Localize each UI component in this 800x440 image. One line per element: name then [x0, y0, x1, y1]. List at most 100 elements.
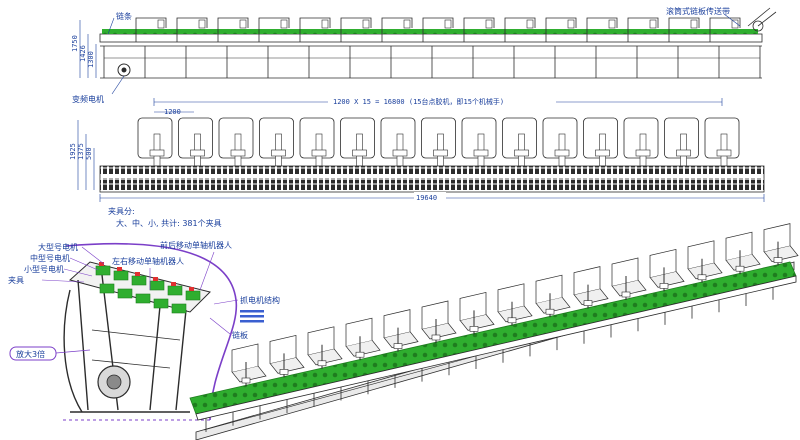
iso-arm-head: [545, 308, 555, 315]
detail-fixture: [113, 270, 129, 281]
label-chain-plate: 链板: [232, 330, 248, 340]
iso-cabinet-back: [345, 317, 373, 347]
detail-fixture: [131, 275, 147, 286]
plan-total-dim: 1200 X 15 = 16800 (15台点胶机，即15个机械手): [333, 97, 504, 106]
elev-gantry: [381, 17, 413, 42]
elev-gantry-head: [403, 19, 411, 29]
iso-arm-head: [735, 265, 745, 272]
elev-gantry: [668, 17, 700, 42]
detail-fixture-cap: [171, 282, 176, 286]
plan-view: 1200 X 15 = 16800 (15台点胶机，即15个机械手) 1200 …: [69, 95, 765, 228]
plan-arm-base: [676, 149, 691, 157]
iso-arm-head: [431, 334, 441, 341]
elev-gantry-head: [690, 19, 698, 29]
detail-fixture: [95, 265, 111, 276]
iso-arm-head: [697, 274, 707, 281]
iso-arm-head: [583, 300, 593, 306]
plan-arm-base: [271, 149, 286, 157]
detail-fixture: [171, 303, 187, 314]
elevation-view: 1750 1426 1300 链条 滚筒式链板传送带 变频电机: [71, 6, 777, 104]
elev-gantry-head: [731, 19, 739, 29]
iso-cabinet-back: [725, 231, 753, 261]
iso-cabinet-back: [269, 334, 297, 364]
elev-gantry: [422, 17, 454, 42]
detail-fixture: [149, 280, 165, 291]
label-large-motor: 大型号电机: [38, 242, 78, 252]
iso-cabinet-back: [421, 300, 449, 329]
plan-arm-base: [514, 149, 529, 157]
plan-arm-base: [473, 149, 489, 157]
elev-gantry: [463, 17, 495, 42]
plan-arm-base: [595, 149, 610, 157]
iso-arm-head: [393, 343, 403, 349]
iso-cabinet-back: [459, 291, 487, 321]
iso-cabinet-top: [307, 348, 343, 366]
iso-arm-head: [241, 377, 251, 384]
isometric-view: [189, 223, 799, 440]
iso-cabinet-back: [611, 257, 639, 286]
plan-dim-1375: 1375: [77, 143, 85, 160]
label-fixture: 夹具: [8, 275, 24, 285]
elev-gantry-head: [280, 19, 288, 29]
elev-gantry: [299, 17, 331, 42]
plan-arm-base: [149, 149, 165, 157]
iso-arm-head: [317, 360, 327, 367]
plan-dim-1925: 1925: [69, 143, 77, 160]
elev-gantry: [709, 17, 741, 42]
elev-gantry: [258, 17, 290, 42]
label-small-motor: 小型号电机: [24, 264, 64, 274]
elev-gantry-head: [239, 19, 247, 29]
iso-arm-head: [469, 326, 479, 332]
iso-cabinet-top: [269, 357, 305, 374]
iso-cabinet-back: [649, 248, 677, 278]
detail-fixture-cap: [117, 267, 122, 271]
magnify-badge: [9, 346, 57, 361]
elev-gantry-head: [198, 19, 206, 29]
elev-gantry-head: [157, 19, 165, 29]
detail-fixture: [135, 293, 151, 304]
plan-arm-base: [392, 149, 408, 157]
detail-fixture-cap: [135, 272, 140, 276]
elev-gantry: [545, 17, 577, 42]
motor-label: 变频电机: [72, 94, 104, 104]
iso-cabinet-back: [573, 266, 601, 295]
elev-gantry-head: [444, 19, 452, 29]
elev-gantry: [627, 17, 659, 42]
elev-gantry: [217, 17, 249, 42]
detail-fixture-cap: [99, 262, 104, 266]
plan-arm-base: [554, 149, 570, 157]
plan-arm-base: [433, 149, 448, 157]
iso-arm-head: [279, 369, 289, 375]
plan-arm-base: [716, 149, 732, 157]
plan-arm-base: [311, 149, 327, 157]
detail-fixture-cap: [153, 277, 158, 281]
elev-dim-1750: 1750: [71, 35, 79, 52]
elev-gantry: [504, 17, 536, 42]
detail-fixture: [99, 283, 115, 294]
elev-gantry-head: [608, 19, 616, 29]
plan-arm-base: [635, 149, 651, 157]
elev-gantry: [586, 17, 618, 42]
plan-arm-base: [190, 149, 205, 157]
elev-dim-1300: 1300: [87, 51, 95, 68]
elev-gantry-head: [321, 19, 329, 29]
detail-fixture: [185, 290, 201, 301]
iso-cabinet-top: [345, 339, 381, 357]
iso-cabinet-top: [383, 331, 419, 348]
elev-product-strip: [102, 29, 758, 34]
iso-cabinet-back: [763, 223, 791, 252]
detail-view: 大型号电机 中型号电机 小型号电机 夹具 前后移动单轴机器人 左右移动单轴机器人…: [8, 240, 280, 421]
fixture-title: 夹具分:: [108, 206, 135, 216]
label-medium-motor: 中型号电机: [30, 253, 70, 263]
grab-mechanism-icon: [240, 310, 264, 323]
iso-cabinet-top: [421, 322, 457, 340]
iso-arm-head: [659, 283, 669, 289]
label-left-right-manipulator: 左右移动单轴机器人: [112, 256, 184, 266]
iso-cabinet-back: [687, 240, 715, 269]
fixture-types: 大、中、小, 共计: 381个夹具: [116, 218, 222, 228]
label-magnify: 放大3倍: [16, 349, 45, 359]
iso-cabinet-back: [497, 283, 525, 312]
plan-pitch-dim: 1200: [164, 108, 181, 116]
iso-cabinet-top: [459, 314, 495, 331]
